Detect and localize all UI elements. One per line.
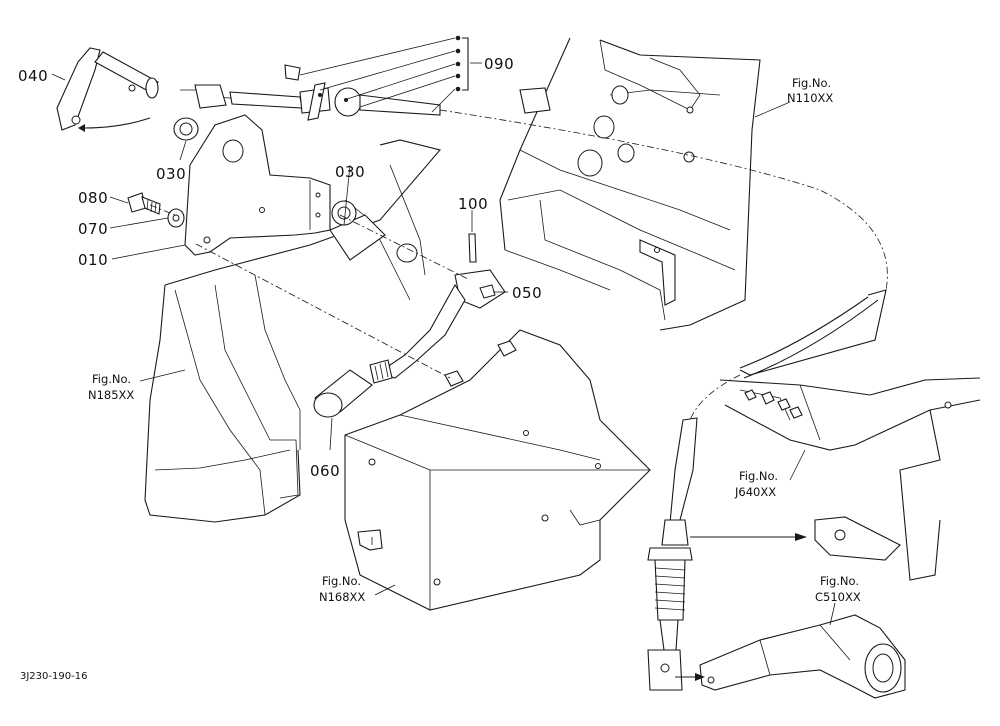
drawing-code: 3J230-190-16 <box>20 671 87 682</box>
control-cable <box>439 109 888 691</box>
frame-panel-n110 <box>499 37 761 331</box>
fig-ref-n185-label: Fig.No. <box>92 372 131 386</box>
callout-070: 070 <box>78 220 108 238</box>
alignment-line-c <box>149 204 176 216</box>
callout-090: 090 <box>484 55 514 73</box>
fig-ref-n185-code: N185XX <box>88 388 134 402</box>
fig-ref-n110-code: N110XX <box>787 91 833 105</box>
frame-body-n185 <box>144 139 441 523</box>
callout-030-lower: 030 <box>335 163 365 181</box>
part-070-washer <box>167 208 185 228</box>
part-060-knob <box>313 369 373 418</box>
fig-ref-c510-label: Fig.No. <box>820 574 859 588</box>
cable-end-upper <box>180 64 441 121</box>
fig-ref-j640-label: Fig.No. <box>739 469 778 483</box>
fig-ref-n168-label: Fig.No. <box>322 574 361 588</box>
part-040-pivot-pin <box>56 47 159 132</box>
callout-050: 050 <box>512 284 542 302</box>
callout-100: 100 <box>458 195 488 213</box>
callout-080: 080 <box>78 189 108 207</box>
part-100-spring-pin <box>468 233 477 263</box>
fig-ref-j640-code: J640XX <box>734 485 776 499</box>
alignment-line-a <box>195 243 451 379</box>
callout-030-upper: 030 <box>156 165 186 183</box>
part-010-bracket-plate <box>184 114 331 256</box>
part-080-bolt <box>127 192 161 215</box>
leader-lines <box>51 62 836 626</box>
lever-bracket-c510 <box>699 614 906 699</box>
arrow-head-j640 <box>795 533 807 541</box>
part-050-shift-lever <box>369 269 506 384</box>
fig-ref-n168-code: N168XX <box>319 590 365 604</box>
fig-ref-n110-label: Fig.No. <box>792 76 831 90</box>
fig-ref-c510-code: C510XX <box>815 590 861 604</box>
part-030-bushing-upper <box>173 117 199 141</box>
callout-040: 040 <box>18 67 48 85</box>
arrow-head-c510 <box>695 673 705 681</box>
frame-j640 <box>719 377 981 581</box>
mount-box-n168 <box>344 329 651 611</box>
callout-010: 010 <box>78 251 108 269</box>
callout-060: 060 <box>310 462 340 480</box>
part-090-bolt-set <box>299 35 469 113</box>
alignment-line-b <box>339 214 471 281</box>
